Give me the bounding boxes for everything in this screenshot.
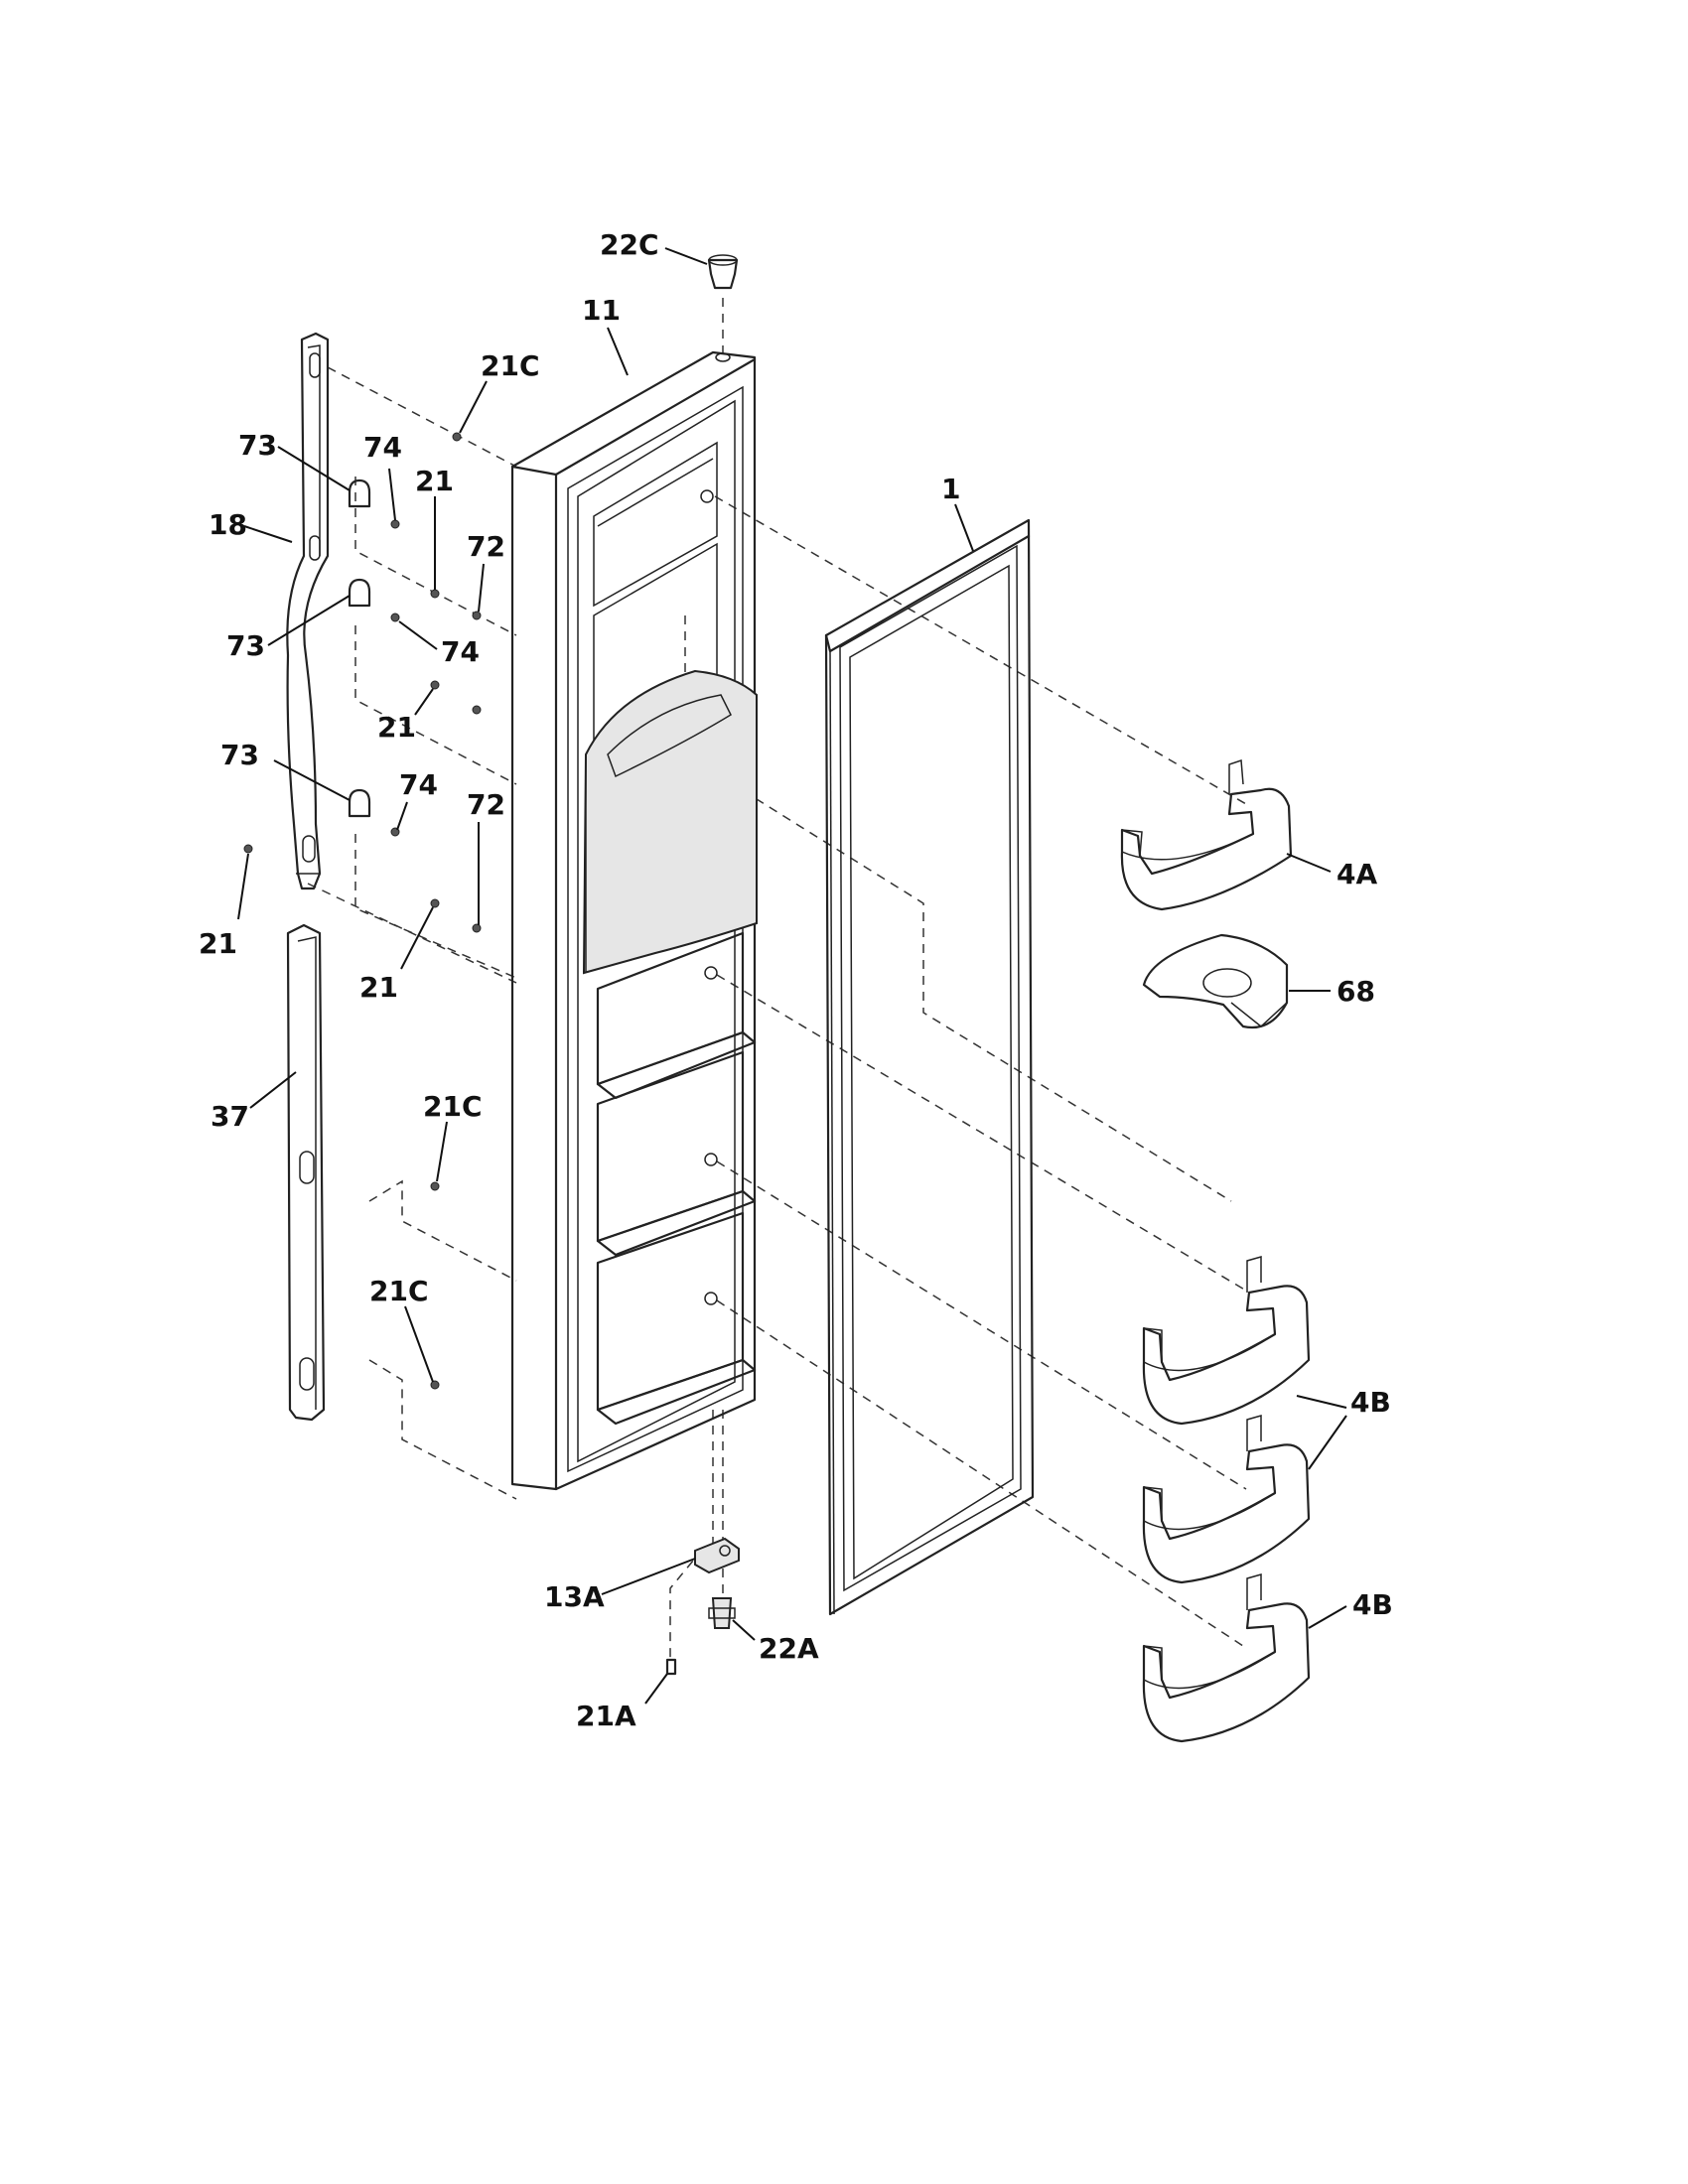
door-liner [510, 350, 758, 1491]
lower-handle-trim [286, 923, 326, 1422]
callout-22c: 22C [600, 228, 659, 261]
callout-18: 18 [209, 508, 247, 541]
callout-labels: 22C 11 21C 73 74 21 72 18 73 74 21 73 74… [199, 228, 1393, 1732]
hinge-screw [665, 1658, 677, 1676]
callout-4a: 4A [1336, 858, 1377, 890]
bottom-hinge-pin [708, 1597, 736, 1629]
handle-clip-middle [348, 578, 371, 608]
door-bin-4b-lower [1142, 1573, 1311, 1743]
callout-21c: 21C [481, 349, 540, 382]
callout-21: 21 [199, 927, 237, 960]
callout-74: 74 [441, 635, 480, 668]
callout-21: 21 [359, 971, 398, 1004]
callout-72: 72 [467, 530, 505, 563]
callout-21: 21 [377, 711, 416, 744]
callout-74: 74 [363, 431, 402, 464]
callout-72: 72 [467, 788, 505, 821]
callout-4b: 4B [1352, 1588, 1393, 1621]
callout-11: 11 [582, 294, 621, 327]
upper-handle [286, 332, 330, 890]
egg-tray-68 [1142, 933, 1289, 1029]
assembly-lines [307, 298, 1247, 1658]
handle-clip-upper [348, 478, 371, 508]
callout-73: 73 [226, 629, 265, 662]
callout-1: 1 [941, 473, 960, 505]
callout-4b: 4B [1350, 1386, 1391, 1419]
callout-73: 73 [238, 429, 277, 462]
callout-37: 37 [211, 1100, 249, 1133]
bottom-hinge-bracket [694, 1537, 740, 1574]
leader-lines [237, 247, 1347, 1705]
fasteners [243, 432, 482, 1390]
callout-22a: 22A [759, 1632, 819, 1665]
callout-13a: 13A [544, 1580, 605, 1613]
door-gasket [824, 518, 1035, 1616]
handle-clip-lower [348, 788, 371, 818]
door-bin-4b-upper [1142, 1256, 1311, 1426]
callout-21c: 21C [369, 1275, 429, 1307]
door-bin-4a [1120, 758, 1293, 911]
callout-68: 68 [1336, 975, 1375, 1008]
callout-21: 21 [415, 465, 454, 497]
callout-73: 73 [220, 739, 259, 771]
door-bin-4b-middle [1142, 1415, 1311, 1584]
callout-21c: 21C [423, 1090, 483, 1123]
top-hinge-bushing [707, 254, 739, 290]
callout-74: 74 [399, 768, 438, 801]
callout-21a: 21A [576, 1700, 636, 1732]
